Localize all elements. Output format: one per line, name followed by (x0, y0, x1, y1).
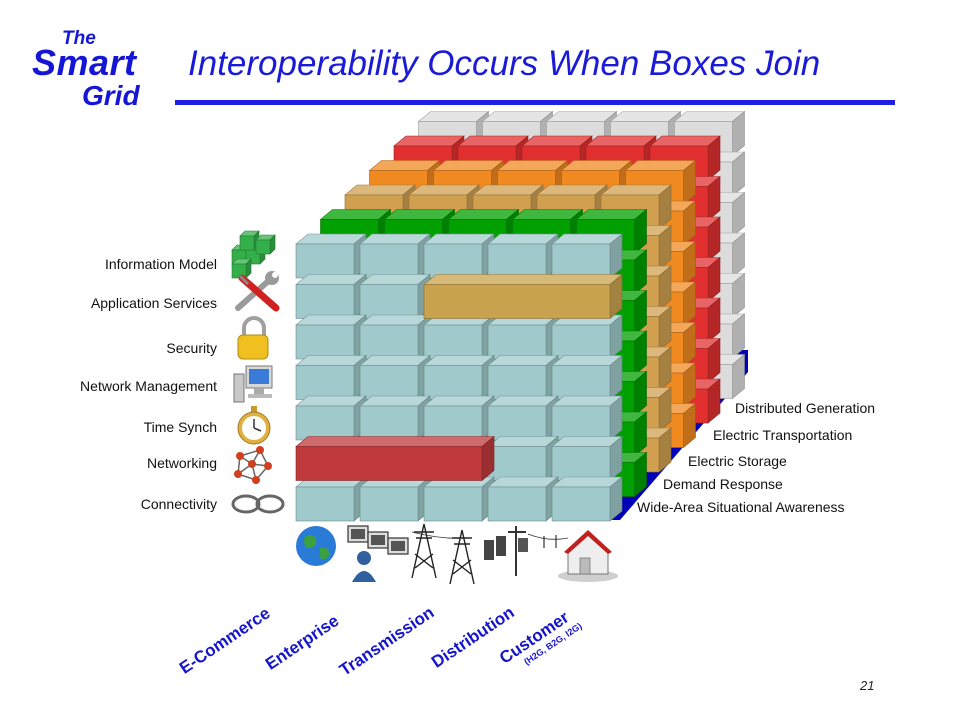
grid-box (551, 476, 623, 522)
grid-box (359, 476, 431, 522)
grid-box (295, 314, 367, 360)
grid-box (487, 314, 559, 360)
smart-grid-logo: The Smart Grid (0, 0, 170, 120)
padlock-icon (237, 316, 269, 360)
computer-monitor-icon (233, 365, 273, 403)
distribution-pole-icon (484, 526, 569, 576)
grid-box (295, 476, 367, 522)
grid-box (487, 354, 559, 401)
transmission-tower-icon (411, 523, 475, 585)
logo-smart: Smart (32, 42, 137, 83)
grid-box (295, 233, 367, 279)
grid-box (359, 273, 431, 320)
grid-box (295, 273, 367, 320)
wrench-screwdriver-icon (235, 271, 280, 312)
function-label-5: Electric Storage (688, 453, 787, 469)
grid-box (295, 354, 367, 401)
function-label-3: Distributed Generation (735, 400, 876, 416)
layer-label-7: Connectivity (140, 496, 217, 512)
grid-box (359, 354, 431, 401)
grid-box (423, 354, 495, 401)
chain-links-icon (231, 494, 285, 514)
function-label-6: Demand Response (663, 476, 783, 492)
grid-box (359, 233, 431, 279)
domain-icons (296, 523, 618, 585)
application-services-bar (423, 273, 623, 320)
grid-box (423, 395, 495, 441)
grid-box (295, 395, 367, 441)
information-model-cubes-icon (231, 230, 276, 279)
grid-box (359, 395, 431, 441)
layer-label-4: Network Management (80, 378, 217, 394)
grid-box (551, 233, 623, 279)
grid-box (551, 314, 623, 360)
slide-title: Interoperability Occurs When Boxes Join (188, 44, 821, 83)
network-nodes-icon (234, 446, 272, 484)
stopwatch-icon (237, 406, 271, 445)
grid-box (423, 314, 495, 360)
globe-icon (296, 526, 336, 566)
computers-user-icon (347, 525, 409, 582)
grid-box (487, 395, 559, 441)
grid-box (551, 395, 623, 441)
front-layer-grid (295, 233, 623, 522)
grid-box (487, 435, 559, 482)
networking-bar (295, 435, 495, 482)
logo-the: The (62, 28, 96, 49)
grid-box (487, 476, 559, 522)
layer-label-3: Security (166, 340, 217, 356)
house-icon (558, 530, 618, 582)
layer-label-2: Application Services (90, 295, 217, 311)
layer-label-6: Networking (146, 455, 217, 471)
grid-box (487, 233, 559, 279)
grid-box (551, 354, 623, 401)
layer-icons (231, 230, 285, 514)
grid-box (359, 314, 431, 360)
grid-box (551, 435, 623, 482)
function-label-2: Markets (762, 376, 812, 392)
layer-label-1: Information Model (104, 256, 217, 272)
function-label-1: Etc… (794, 351, 829, 367)
page-number: 21 (860, 678, 875, 693)
grid-box (423, 476, 495, 522)
logo-grid: Grid (82, 80, 140, 111)
function-label-7: Wide-Area Situational Awareness (637, 499, 845, 515)
title-underline (175, 100, 895, 105)
grid-box (423, 233, 495, 279)
function-label-4: Electric Transportation (713, 427, 853, 443)
layer-label-5: Time Synch (143, 419, 217, 435)
